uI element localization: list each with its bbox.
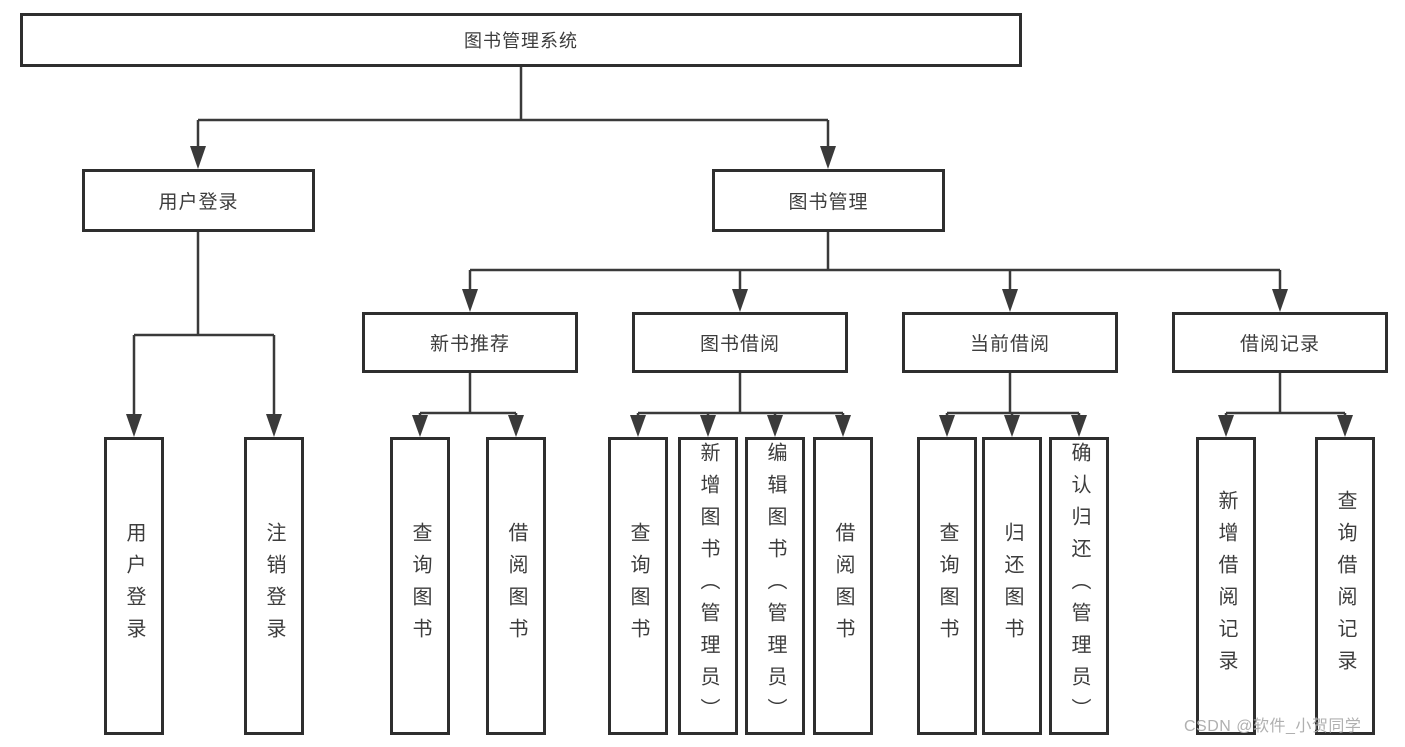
- leaf-query-books-recommend: 查询图书: [390, 437, 450, 735]
- leaf-label: 编辑图书（管理员）: [764, 442, 786, 730]
- leaf-confirm-return-admin: 确认归还（管理员）: [1049, 437, 1109, 735]
- leaf-borrow-books-recommend: 借阅图书: [486, 437, 546, 735]
- leaf-edit-book-admin: 编辑图书（管理员）: [745, 437, 805, 735]
- arrowhead-icons: [126, 146, 1353, 437]
- leaf-borrow-books: 借阅图书: [813, 437, 873, 735]
- node-new-book-recommend: 新书推荐: [362, 312, 578, 373]
- connector-paths: [132, 67, 1347, 420]
- leaf-label: 新增图书（管理员）: [697, 442, 719, 730]
- watermark: CSDN @软件_小贺同学: [1184, 718, 1362, 735]
- leaf-label: 查询图书: [627, 522, 649, 650]
- leaf-label: 新增借阅记录: [1215, 490, 1237, 682]
- leaf-label: 注销登录: [263, 522, 285, 650]
- leaf-query-books-current: 查询图书: [917, 437, 977, 735]
- leaf-user-login: 用户登录: [104, 437, 164, 735]
- leaf-label: 查询图书: [936, 522, 958, 650]
- node-label: 图书借阅: [699, 334, 780, 355]
- leaf-label: 查询图书: [409, 522, 431, 650]
- node-label: 图书管理: [788, 192, 869, 213]
- leaf-label: 借阅图书: [832, 522, 854, 650]
- leaf-label: 确认归还（管理员）: [1068, 442, 1090, 730]
- leaf-label: 归还图书: [1001, 522, 1023, 650]
- node-current-borrowing: 当前借阅: [902, 312, 1118, 373]
- node-user-login: 用户登录: [82, 169, 315, 232]
- node-label: 借阅记录: [1239, 334, 1320, 355]
- node-book-borrowing: 图书借阅: [632, 312, 848, 373]
- leaf-logout: 注销登录: [244, 437, 304, 735]
- leaf-query-borrow-record: 查询借阅记录: [1315, 437, 1375, 735]
- leaf-add-book-admin: 新增图书（管理员）: [678, 437, 738, 735]
- node-label: 当前借阅: [969, 334, 1050, 355]
- node-label: 图书管理系统: [464, 31, 578, 51]
- node-system-root: 图书管理系统: [20, 13, 1022, 67]
- leaf-label: 借阅图书: [505, 522, 527, 650]
- node-label: 用户登录: [158, 192, 239, 213]
- leaf-query-books-borrow: 查询图书: [608, 437, 668, 735]
- node-label: 新书推荐: [429, 334, 510, 355]
- node-borrowing-records: 借阅记录: [1172, 312, 1388, 373]
- leaf-label: 查询借阅记录: [1334, 490, 1356, 682]
- leaf-label: 用户登录: [123, 522, 145, 650]
- leaf-add-borrow-record: 新增借阅记录: [1196, 437, 1256, 735]
- leaf-return-book: 归还图书: [982, 437, 1042, 735]
- node-book-management: 图书管理: [712, 169, 945, 232]
